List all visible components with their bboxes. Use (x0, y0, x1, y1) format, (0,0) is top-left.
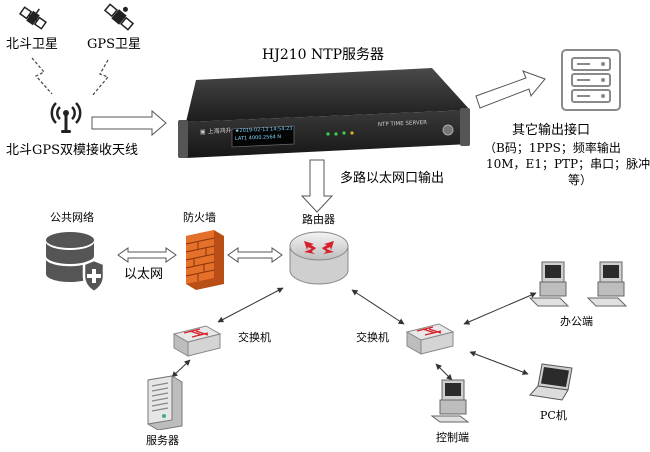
other-outputs-title: 其它输出接口 (512, 123, 591, 138)
ntp-server (170, 66, 472, 164)
other-outputs-device (560, 48, 622, 116)
firewall-icon (185, 230, 224, 290)
link-firewall-router (227, 247, 283, 263)
link-router-switch-right (351, 289, 405, 325)
laptop-icon (529, 363, 573, 401)
link-public-firewall (117, 247, 177, 263)
database-shield-icon (45, 232, 106, 294)
link-switch-right-control (435, 363, 453, 381)
rack-server-icon (178, 68, 470, 158)
gps-satellite-label: GPS卫星 (87, 37, 142, 52)
desktop-computer-icon (430, 379, 470, 423)
server-label: 服务器 (146, 434, 179, 447)
router-icon (289, 231, 349, 285)
ntp-server-title: HJ210 NTP服务器 (262, 47, 385, 63)
router-label: 路由器 (302, 213, 335, 226)
other-outputs-line-2: 10M，E1；PTP；串口；脉冲 (486, 157, 650, 171)
other-outputs-line-3: 等） (568, 173, 593, 187)
arrow-server-to-outputs (475, 70, 546, 109)
arrow-server-to-router (300, 159, 334, 213)
public-network (44, 230, 110, 298)
ethernet-label: 以太网 (124, 267, 164, 282)
public-network-label: 公共网络 (50, 211, 94, 224)
switch-left (172, 322, 222, 364)
office-terminal (526, 256, 630, 316)
switch-right-label: 交换机 (356, 331, 389, 344)
control-terminal-label: 控制端 (436, 431, 469, 444)
tower-server (142, 374, 186, 434)
beidou-satellite (18, 4, 48, 36)
pc (528, 362, 578, 408)
firewall-label: 防火墙 (183, 211, 216, 224)
router (288, 228, 350, 292)
satellite-icon (103, 3, 135, 31)
signal-bolt-gps (91, 59, 110, 97)
switch-icon (405, 323, 455, 355)
arrow-antenna-to-server (91, 109, 167, 137)
firewall (184, 228, 226, 294)
link-router-switch-left (217, 287, 284, 323)
link-switch-left-server (171, 359, 191, 378)
antenna-label: 北斗GPS双模接收天线 (6, 143, 139, 158)
control-terminal (428, 376, 474, 428)
switch-right (405, 320, 455, 362)
beidou-satellite-label: 北斗卫星 (6, 37, 59, 52)
tower-server-icon (147, 375, 183, 431)
office-terminal-label: 办公端 (560, 315, 593, 328)
ethernet-output-label: 多路以太网口输出 (340, 171, 445, 186)
link-switch-right-pc (469, 351, 529, 375)
pc-label: PC机 (540, 409, 567, 422)
desktop-computer-icon (528, 261, 628, 307)
satellite-icon (19, 6, 47, 30)
antenna-icon (50, 102, 82, 133)
server-stack-icon (561, 49, 621, 111)
switch-icon (172, 325, 222, 357)
antenna (48, 97, 84, 139)
link-switch-right-office (463, 292, 537, 325)
signal-bolt-beidou (31, 57, 53, 95)
other-outputs-line-1: （B码；1PPS；频率输出 (484, 141, 621, 155)
gps-satellite (103, 2, 135, 36)
switch-left-label: 交换机 (238, 331, 271, 344)
